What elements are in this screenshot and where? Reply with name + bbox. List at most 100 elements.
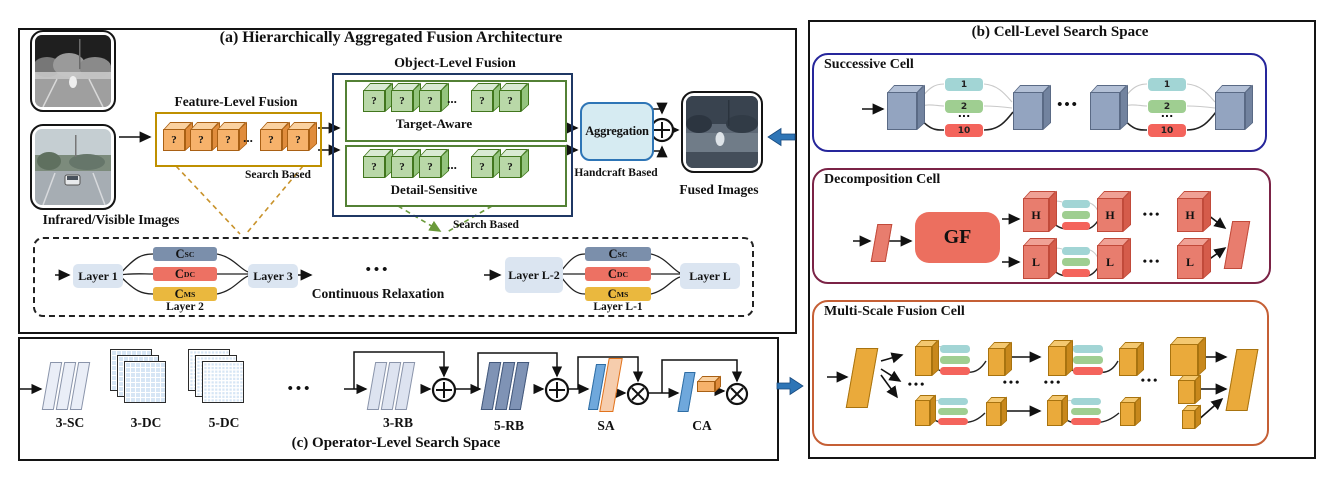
object-fusion-title: Object-Level Fusion <box>394 56 516 71</box>
infrared-photo <box>35 35 111 107</box>
input-images-label: Infrared/Visible Images <box>42 212 180 227</box>
fused-image <box>681 91 763 173</box>
op-label-5dc: 5-DC <box>208 415 240 430</box>
scale-cube <box>915 346 932 376</box>
fused-images-label: Fused Images <box>679 182 759 197</box>
pill-ellipsis: ... <box>957 107 971 120</box>
op-label-ca: CA <box>692 418 712 433</box>
detail-sensitive-label: Detail-Sensitive <box>390 182 478 197</box>
mini-pill <box>938 408 968 415</box>
question-cube: ? <box>499 90 521 112</box>
high-freq-cube: H <box>1097 198 1123 232</box>
op-label-3sc: 3-SC <box>55 415 85 430</box>
scale-cube-medium <box>1178 380 1195 404</box>
mini-pill <box>1073 345 1103 353</box>
successive-cell-box <box>812 53 1267 152</box>
mini-pill <box>1062 200 1090 208</box>
multiscale-dots: ••• <box>1043 375 1063 389</box>
question-cube: ? <box>419 156 441 178</box>
pill-ellipsis: ... <box>1160 107 1174 120</box>
decomposition-cell-box <box>812 168 1271 284</box>
scale-cube-large <box>1170 344 1198 376</box>
op-label-sa: SA <box>597 418 615 433</box>
infrared-image <box>30 30 116 112</box>
question-cube: ? <box>419 90 441 112</box>
layer-l-box: Layer L <box>680 263 740 289</box>
multiscale-cell-box <box>812 300 1269 446</box>
decomposition-cell-title: Decomposition Cell <box>824 172 941 187</box>
question-cube: ? <box>391 90 413 112</box>
op-label-3dc: 3-DC <box>130 415 162 430</box>
panel-b-title: (b) Cell-Level Search Space <box>971 24 1149 40</box>
op-candidate-pill: 2 <box>1148 100 1186 113</box>
feature-cube <box>887 92 917 130</box>
dilated-conv-grid <box>202 361 244 403</box>
guided-filter-box: GF <box>915 212 1000 263</box>
mini-pill <box>1071 408 1101 415</box>
multiscale-dots: ••• <box>907 377 927 391</box>
feature-cube <box>1215 92 1245 130</box>
feature-fusion-title: Feature-Level Fusion <box>174 94 298 109</box>
mini-pill <box>1062 222 1090 230</box>
mini-pill <box>1071 398 1101 405</box>
panel-a-title: (a) Hierarchically Aggregated Fusion Arc… <box>219 29 563 46</box>
scale-cube <box>1120 402 1135 426</box>
op-label-3rb: 3-RB <box>383 415 413 430</box>
multiscale-dots: ••• <box>1140 373 1160 387</box>
successive-dots: ••• <box>1057 97 1079 113</box>
mini-pill <box>1073 356 1103 364</box>
ellipsis: ... <box>447 157 457 172</box>
high-freq-cube: H <box>1177 198 1203 232</box>
mini-pill <box>1062 247 1090 255</box>
op-candidate-pill: 10 <box>945 124 983 137</box>
search-based-tag: Search Based <box>453 219 519 231</box>
ellipsis: ... <box>447 91 457 106</box>
op-candidate-pill: 1 <box>1148 78 1186 91</box>
visible-photo <box>35 129 111 205</box>
low-freq-cube: L <box>1023 245 1049 279</box>
guided-filter-label: GF <box>943 226 972 248</box>
scale-cube <box>1048 346 1066 376</box>
scale-cube <box>1047 400 1062 426</box>
handcraft-based-tag: Handcraft Based <box>574 167 658 179</box>
question-cube: ? <box>260 129 282 151</box>
op-candidate-pill: 1 <box>945 78 983 91</box>
scale-cube <box>915 400 930 426</box>
question-cube: ? <box>391 156 413 178</box>
feature-cube <box>1090 92 1120 130</box>
question-cube: ? <box>190 129 212 151</box>
mini-pill <box>938 418 968 425</box>
mini-pill <box>1073 367 1103 375</box>
scale-cube <box>988 348 1005 376</box>
mini-pill <box>940 356 970 364</box>
mini-pill <box>938 398 968 405</box>
layer-l2-box: Layer L-2 <box>505 257 563 293</box>
high-freq-cube: H <box>1023 198 1049 232</box>
multiscale-cell-title: Multi-Scale Fusion Cell <box>824 304 965 319</box>
panel-c-title: (c) Operator-Level Search Space <box>291 435 501 451</box>
channel-vector-cube <box>697 381 715 392</box>
link-arrow-c-to-b <box>776 376 804 396</box>
mini-pill <box>1062 258 1090 266</box>
layer-2-label: Layer 2 <box>166 301 204 313</box>
low-freq-cube: L <box>1177 245 1203 279</box>
question-cube: ? <box>471 156 493 178</box>
question-cube: ? <box>287 129 309 151</box>
fused-photo <box>686 96 758 168</box>
continuous-relaxation-label: Continuous Relaxation <box>311 286 445 301</box>
decomposition-dots: ••• <box>1142 254 1162 268</box>
decomposition-dots: ••• <box>1142 207 1162 221</box>
mini-pill <box>940 345 970 353</box>
mini-pill <box>940 367 970 375</box>
search-based-tag: Search Based <box>245 169 311 181</box>
scale-cube-small <box>1182 410 1195 429</box>
continuous-relaxation-box <box>33 237 754 317</box>
question-cube: ? <box>363 90 385 112</box>
low-freq-cube: L <box>1097 245 1123 279</box>
mini-pill <box>1062 211 1090 219</box>
